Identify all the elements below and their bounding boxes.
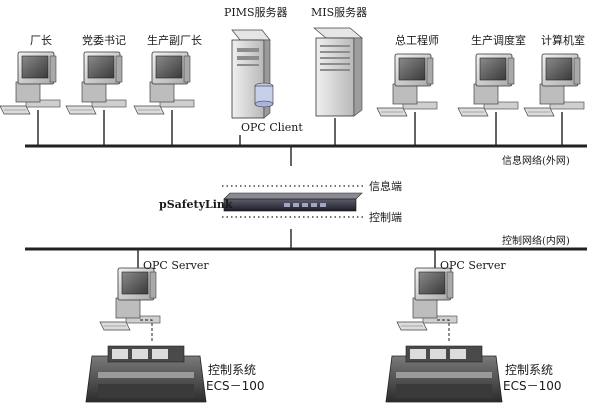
control-console-right-icon [385,345,503,403]
mis-server-icon [313,27,363,117]
psafetylink-label: pSafetyLink [159,198,233,211]
opc-server-left-pc-icon [99,267,161,331]
psafetylink-gateway-icon [222,185,366,218]
control-network-label: 控制网络(内网) [502,236,570,247]
computer-room-label: 计算机室 [541,34,585,47]
ecs-model-left-label: ECS－100 [206,379,265,393]
chief-engineer-label: 总工程师 [395,34,439,47]
pims-server-icon [231,29,274,119]
info-port-label: 信息端 [369,180,402,193]
dispatch-room-label: 生产调度室 [471,34,526,47]
mis-server-label: MIS服务器 [311,6,368,19]
control-system-left-label: 控制系统 [208,363,257,377]
chief-engineer-pc-icon [376,53,438,117]
computer-room-pc-icon [523,53,585,117]
console-links [140,319,450,342]
control-port-label: 控制端 [369,211,402,224]
party-secretary-pc-icon [65,51,127,115]
control-system-right-label: 控制系统 [505,363,554,377]
factory-director-label: 厂长 [30,34,52,47]
opc-client-label: OPC Client [241,121,303,134]
dispatch-room-pc-icon [457,53,519,117]
factory-director-pc-icon [0,51,61,115]
control-console-left-icon [85,345,207,403]
info-drop-lines [37,110,563,166]
pims-server-label: PIMS服务器 [224,6,288,19]
party-secretary-label: 党委书记 [82,34,126,47]
deputy-director-pc-icon [133,51,195,115]
deputy-director-label: 生产副厂长 [147,34,202,47]
opc-server-left-label: OPC Server [143,259,209,272]
info-network-label: 信息网络(外网) [502,156,570,167]
ecs-model-right-label: ECS－100 [503,379,562,393]
opc-server-right-label: OPC Server [440,259,506,272]
opc-server-right-pc-icon [396,267,458,331]
